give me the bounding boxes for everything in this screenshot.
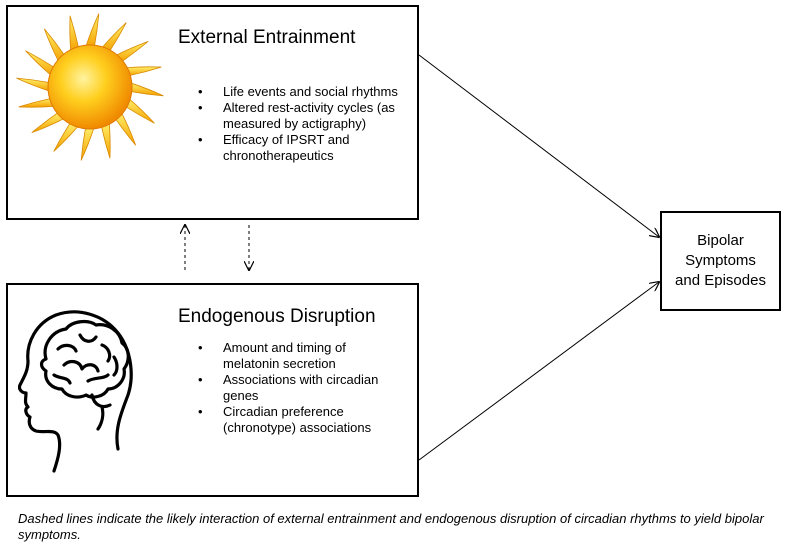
sun-ray: [100, 121, 111, 159]
list-item: Associations with circadian genes: [198, 372, 403, 404]
sun-ray: [85, 13, 100, 48]
sun-ray: [100, 22, 127, 53]
figure-caption: Dashed lines indicate the likely interac…: [18, 511, 764, 542]
sun-ray: [124, 97, 155, 124]
external-entrainment-box: External Entrainment Life events and soc…: [6, 5, 419, 220]
arrow-endogenous-to-outcome: [418, 282, 659, 461]
sun-ray: [25, 50, 56, 77]
endogenous-disruption-title: Endogenous Disruption: [178, 306, 376, 327]
sun-ray: [129, 82, 164, 97]
sun-ray: [43, 28, 66, 63]
list-item: Life events and social rhythms: [198, 84, 398, 100]
sun-ray: [53, 121, 80, 152]
sun-ray: [18, 97, 56, 108]
brain-head-icon: [18, 310, 133, 473]
external-entrainment-title: External Entrainment: [178, 27, 356, 48]
sun-ray: [80, 126, 95, 161]
bipolar-symptoms-label: Bipolar Symptoms and Episodes: [675, 232, 766, 289]
list-item: Amount and timing of melatonin secretion: [198, 340, 403, 372]
list-item: Altered rest-activity cycles (as measure…: [198, 100, 398, 132]
endogenous-disruption-box: Endogenous Disruption Amount and timing …: [6, 283, 419, 497]
sun-ray: [114, 40, 149, 63]
sun-icon: [16, 13, 164, 161]
bipolar-symptoms-box: Bipolar Symptoms and Episodes: [660, 211, 781, 311]
sun-ray: [69, 15, 80, 53]
sun-ray: [31, 111, 66, 134]
list-item: Efficacy of IPSRT and chronotherapeutics: [198, 132, 398, 164]
list-item: Circadian preference (chronotype) associ…: [198, 404, 403, 436]
endogenous-disruption-list: Amount and timing of melatonin secretion…: [198, 340, 403, 436]
arrow-external-to-outcome: [418, 54, 659, 237]
external-entrainment-list: Life events and social rhythms Altered r…: [198, 84, 398, 164]
sun-ray: [124, 66, 162, 77]
sun-ray: [16, 77, 51, 92]
sun-ray: [114, 111, 137, 146]
